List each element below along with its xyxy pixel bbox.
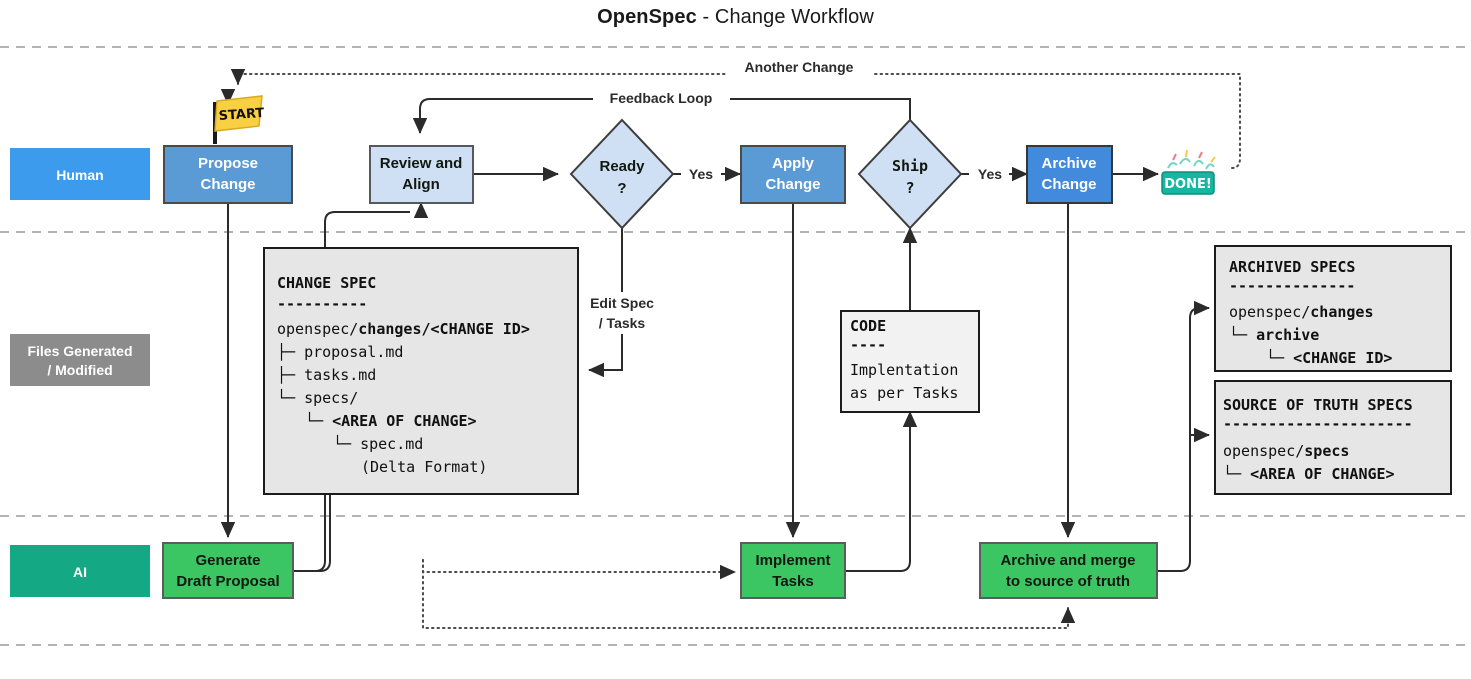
- node-propose-change[interactable]: Propose Change: [163, 145, 293, 204]
- lane-label-files: Files Generated / Modified: [10, 334, 150, 386]
- edge-label-edit-spec-line2: / Tasks: [599, 315, 646, 331]
- node-archive-change-line1: Archive: [1041, 155, 1096, 172]
- edge-feedback-right: [727, 98, 911, 129]
- edge-label-ready-yes: Yes: [689, 166, 713, 182]
- panel-source-of-truth-line-1: └─ <AREA OF CHANGE>: [1223, 464, 1395, 483]
- edge-another-change-right: [868, 73, 1241, 169]
- edge-label-ship-yes: Yes: [978, 166, 1002, 182]
- node-archive-change[interactable]: Archive Change: [1026, 145, 1113, 204]
- node-propose-change-line1: Propose: [198, 155, 258, 172]
- edge-generate-to-implement-dotted: [422, 559, 736, 580]
- node-archive-merge-line2: to source of truth: [1006, 573, 1130, 590]
- panel-change-spec-title: CHANGE SPEC: [277, 274, 376, 292]
- done-label: DONE!: [1164, 177, 1212, 192]
- panel-source-of-truth-line-0: openspec/specs: [1223, 442, 1349, 460]
- edge-bottom-loop-dotted: [422, 559, 1076, 629]
- panel-code-line-0: Implentation: [850, 361, 958, 379]
- panel-archived-specs-title: ARCHIVED SPECS: [1229, 258, 1355, 276]
- panel-change-spec: CHANGE SPEC ---------- openspec/changes/…: [263, 247, 579, 495]
- lane-label-files-line2: / Modified: [47, 362, 112, 378]
- node-review-and-align-line1: Review and: [380, 155, 463, 172]
- panel-change-spec-line-2: ├─ tasks.md: [277, 365, 376, 384]
- panel-change-spec-line-5: └─ spec.md: [333, 434, 423, 453]
- node-ship-decision[interactable]: Ship ?: [857, 118, 963, 230]
- page-title: OpenSpec - Change Workflow: [0, 0, 1471, 29]
- panel-code-rule: ----: [850, 336, 886, 354]
- panel-change-spec-line-4: └─ <AREA OF CHANGE>: [305, 411, 477, 430]
- node-archive-merge-line1: Archive and merge: [1000, 552, 1135, 569]
- start-flag-label: START: [218, 106, 265, 124]
- node-propose-change-line2: Change: [200, 176, 255, 193]
- node-archive-and-merge[interactable]: Archive and merge to source of truth: [979, 542, 1158, 599]
- node-implement-line1: Implement: [755, 552, 830, 569]
- panel-source-of-truth-rule: ---------------------: [1223, 415, 1413, 433]
- lane-label-human: Human: [10, 148, 150, 200]
- edge-another-change-left: [230, 69, 731, 85]
- node-apply-change-line1: Apply: [772, 155, 814, 172]
- node-generate-draft-proposal[interactable]: Generate Draft Proposal: [162, 542, 294, 599]
- node-apply-change-line2: Change: [765, 176, 820, 193]
- node-review-and-align[interactable]: Review and Align: [369, 145, 474, 204]
- panel-archived-specs-line-2: └─ <CHANGE ID>: [1266, 348, 1392, 367]
- panel-code: CODE ---- Implentation as per Tasks: [840, 310, 980, 413]
- edge-label-another-change-text: Another Change: [745, 59, 854, 75]
- node-ready-decision[interactable]: Ready ?: [569, 118, 675, 230]
- node-ready-line1: Ready: [599, 158, 645, 175]
- edge-feedback-left: [412, 98, 596, 134]
- edge-ready-to-changespec: [588, 223, 623, 378]
- edge-label-another-change: Another Change: [726, 56, 873, 78]
- panel-archived-specs: ARCHIVED SPECS -------------- openspec/c…: [1214, 245, 1452, 372]
- node-apply-change[interactable]: Apply Change: [740, 145, 846, 204]
- title-rest: - Change Workflow: [696, 6, 874, 28]
- node-implement-line2: Tasks: [772, 573, 813, 590]
- node-archive-change-line2: Change: [1041, 176, 1096, 193]
- panel-change-spec-line-6: (Delta Format): [361, 458, 487, 476]
- node-generate-line1: Generate: [195, 552, 260, 569]
- panel-code-line-1: as per Tasks: [850, 384, 958, 402]
- node-ship-line2: ?: [905, 179, 914, 197]
- edge-label-edit-spec: Edit Spec / Tasks: [578, 292, 666, 334]
- lane-label-ai-text: AI: [73, 564, 87, 580]
- panel-archived-specs-rule: --------------: [1229, 277, 1355, 295]
- node-implement-tasks[interactable]: Implement Tasks: [740, 542, 846, 599]
- swimlane-dividers: [0, 46, 1471, 646]
- panel-source-of-truth-title: SOURCE OF TRUTH SPECS: [1223, 396, 1413, 414]
- lane-label-files-line1: Files Generated: [27, 343, 132, 359]
- node-ready-line2: ?: [617, 180, 626, 197]
- edge-archivemerge-to-archived: [1157, 300, 1210, 572]
- panel-archived-specs-line-0: openspec/changes: [1229, 303, 1374, 321]
- panel-change-spec-line-1: ├─ proposal.md: [277, 342, 403, 361]
- panel-change-spec-line-3: └─ specs/: [277, 388, 358, 407]
- panel-source-of-truth-specs: SOURCE OF TRUTH SPECS ------------------…: [1214, 380, 1452, 495]
- start-flag-icon: START: [213, 95, 265, 144]
- edge-label-edit-spec-line1: Edit Spec: [590, 295, 654, 311]
- done-icon: DONE!: [1161, 149, 1216, 195]
- edge-implement-to-code: [845, 411, 918, 572]
- panel-change-spec-line-0: openspec/changes/<CHANGE ID>: [277, 320, 530, 338]
- node-ship-line1: Ship: [892, 157, 928, 175]
- panel-archived-specs-line-1: └─ archive: [1229, 325, 1319, 344]
- panel-code-title: CODE: [850, 317, 886, 335]
- lane-label-human-text: Human: [56, 167, 103, 183]
- node-review-and-align-line2: Align: [402, 176, 440, 193]
- edge-label-feedback-loop: Feedback Loop: [593, 86, 730, 108]
- dotted-connectors: [230, 69, 1241, 629]
- lane-label-ai: AI: [10, 545, 150, 597]
- panel-change-spec-rule: ----------: [277, 295, 367, 313]
- node-generate-line2: Draft Proposal: [176, 573, 279, 590]
- edge-label-feedback-loop-text: Feedback Loop: [610, 90, 713, 106]
- title-brand: OpenSpec: [597, 6, 697, 28]
